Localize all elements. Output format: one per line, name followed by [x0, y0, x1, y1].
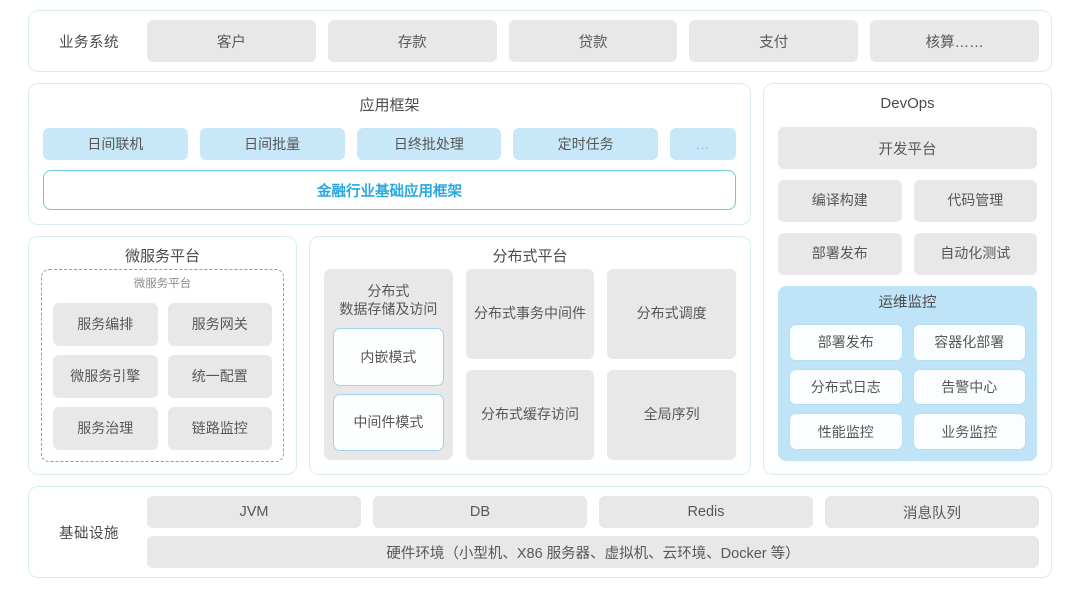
- devops-item-deploy-release[interactable]: 部署发布: [778, 233, 902, 275]
- ms-item-unified-config[interactable]: 统一配置: [167, 355, 272, 398]
- microservice-inner-dashed-box: 微服务平台 服务编排 服务网关 微服务引擎 统一配置 服务治理 链路监控: [41, 269, 284, 462]
- business-systems-label: 业务系统: [59, 34, 119, 51]
- app-chip-more[interactable]: ...: [670, 128, 736, 160]
- business-chip-customer[interactable]: 客户: [147, 20, 316, 62]
- ops-item-deploy-release[interactable]: 部署发布: [789, 324, 903, 361]
- dist-cache-line2: 缓存访问: [522, 406, 579, 423]
- ms-item-service-governance[interactable]: 服务治理: [53, 407, 158, 450]
- finance-base-framework-banner: 金融行业基础应用框架: [43, 170, 736, 210]
- infra-hardware-environment[interactable]: 硬件环境（小型机、X86 服务器、虚拟机、云环境、Docker 等）: [147, 536, 1039, 568]
- dist-mode-embedded[interactable]: 内嵌模式: [333, 328, 444, 386]
- ops-item-business-monitoring[interactable]: 业务监控: [912, 413, 1026, 450]
- ops-item-containerized-deploy[interactable]: 容器化部署: [912, 324, 1026, 361]
- infra-chip-redis[interactable]: Redis: [599, 496, 813, 528]
- ms-item-service-gateway[interactable]: 服务网关: [167, 303, 272, 346]
- app-chip-eod-batch[interactable]: 日终批处理: [356, 128, 502, 160]
- dist-cache-line1: 分布式: [480, 406, 523, 423]
- infrastructure-panel: 基础设施 JVM DB Redis 消息队列 硬件环境（小型机、X86 服务器、…: [28, 486, 1052, 578]
- distributed-item-grid: 分布式 数据存储及访问 内嵌模式 中间件模式 分布式 事务中间件 分布式调度: [324, 269, 736, 460]
- app-chip-daytime-online[interactable]: 日间联机: [43, 128, 188, 160]
- dist-transaction-line2: 事务中间件: [515, 305, 586, 322]
- ms-item-microservice-engine[interactable]: 微服务引擎: [53, 355, 158, 398]
- ops-item-distributed-log[interactable]: 分布式日志: [789, 368, 903, 406]
- dist-item-scheduling[interactable]: 分布式调度: [607, 269, 736, 359]
- ms-item-service-orchestration[interactable]: 服务编排: [53, 303, 158, 346]
- business-chip-loan[interactable]: 贷款: [508, 20, 678, 62]
- infra-chip-jvm[interactable]: JVM: [147, 496, 361, 528]
- business-systems-panel: 业务系统 客户 存款 贷款 支付 核算……: [28, 10, 1052, 72]
- dist-item-data-storage-access: 分布式 数据存储及访问 内嵌模式 中间件模式: [324, 269, 453, 460]
- application-framework-panel: 应用框架 日间联机 日间批量 日终批处理 定时任务 ... 金融行业基础应用框架: [28, 83, 751, 225]
- business-chip-accounting[interactable]: 核算……: [870, 20, 1039, 62]
- dist-item-cache-access[interactable]: 分布式 缓存访问: [465, 370, 595, 460]
- devops-item-dev-platform[interactable]: 开发平台: [778, 127, 1037, 169]
- infrastructure-label: 基础设施: [59, 525, 119, 542]
- devops-column: DevOps 开发平台 编译构建 代码管理 部署发布 自动化测试 运维监控 部署…: [763, 83, 1052, 475]
- business-systems-chip-list: 客户 存款 贷款 支付 核算……: [147, 20, 1039, 62]
- ops-item-alert-center[interactable]: 告警中心: [912, 368, 1026, 406]
- application-framework-chip-list: 日间联机 日间批量 日终批处理 定时任务 ...: [43, 128, 736, 160]
- infra-chip-message-queue[interactable]: 消息队列: [825, 496, 1039, 528]
- business-chip-payment[interactable]: 支付: [689, 20, 859, 62]
- devops-row-2: 部署发布 自动化测试: [778, 233, 1037, 275]
- business-chip-deposit[interactable]: 存款: [327, 20, 497, 62]
- devops-panel: DevOps 开发平台 编译构建 代码管理 部署发布 自动化测试 运维监控 部署…: [763, 83, 1052, 475]
- infrastructure-chip-list: JVM DB Redis 消息队列: [147, 496, 1039, 528]
- microservice-item-grid: 服务编排 服务网关 微服务引擎 统一配置 服务治理 链路监控: [53, 303, 272, 450]
- app-chip-daytime-batch[interactable]: 日间批量: [199, 128, 345, 160]
- middle-left-column: 应用框架 日间联机 日间批量 日终批处理 定时任务 ... 金融行业基础应用框架…: [28, 83, 751, 475]
- dist-storage-title: 分布式 数据存储及访问: [333, 277, 444, 320]
- dist-item-transaction-middleware[interactable]: 分布式 事务中间件: [465, 269, 595, 359]
- ops-monitoring-box: 运维监控 部署发布 容器化部署 分布式日志 告警中心 性能监控 业务监控: [778, 286, 1037, 461]
- devops-item-code-management[interactable]: 代码管理: [913, 180, 1037, 222]
- dist-transaction-line1: 分布式: [473, 305, 516, 322]
- microservice-inner-title: 微服务平台: [133, 278, 192, 290]
- dist-mode-middleware[interactable]: 中间件模式: [333, 393, 444, 451]
- infra-chip-db[interactable]: DB: [373, 496, 587, 528]
- devops-row-1: 编译构建 代码管理: [778, 180, 1037, 222]
- middle-region: 应用框架 日间联机 日间批量 日终批处理 定时任务 ... 金融行业基础应用框架…: [28, 83, 1052, 475]
- dist-storage-title-line2: 数据存储及访问: [339, 300, 438, 317]
- microservice-platform-title: 微服务平台: [124, 248, 200, 265]
- platform-row: 微服务平台 微服务平台 服务编排 服务网关 微服务引擎 统一配置 服务治理 链路…: [28, 236, 751, 475]
- application-framework-title: 应用框架: [359, 97, 420, 114]
- dist-storage-title-line1: 分布式: [367, 283, 410, 299]
- distributed-platform-panel: 分布式平台 分布式 数据存储及访问 内嵌模式 中间件模式 分布式: [309, 236, 751, 475]
- devops-item-compile-build[interactable]: 编译构建: [778, 180, 902, 222]
- ops-item-performance-monitoring[interactable]: 性能监控: [789, 413, 903, 450]
- app-chip-scheduled-task[interactable]: 定时任务: [513, 128, 658, 160]
- dist-item-global-sequence[interactable]: 全局序列: [607, 370, 736, 460]
- ops-monitoring-title: 运维监控: [878, 295, 937, 311]
- ms-item-trace-monitoring[interactable]: 链路监控: [167, 407, 272, 450]
- devops-item-automated-test[interactable]: 自动化测试: [913, 233, 1037, 275]
- infrastructure-stack: JVM DB Redis 消息队列 硬件环境（小型机、X86 服务器、虚拟机、云…: [147, 496, 1039, 568]
- microservice-platform-panel: 微服务平台 微服务平台 服务编排 服务网关 微服务引擎 统一配置 服务治理 链路…: [28, 236, 297, 475]
- ops-monitoring-grid: 部署发布 容器化部署 分布式日志 告警中心 性能监控 业务监控: [789, 324, 1026, 450]
- devops-title: DevOps: [880, 95, 935, 112]
- distributed-platform-title: 分布式平台: [492, 248, 568, 265]
